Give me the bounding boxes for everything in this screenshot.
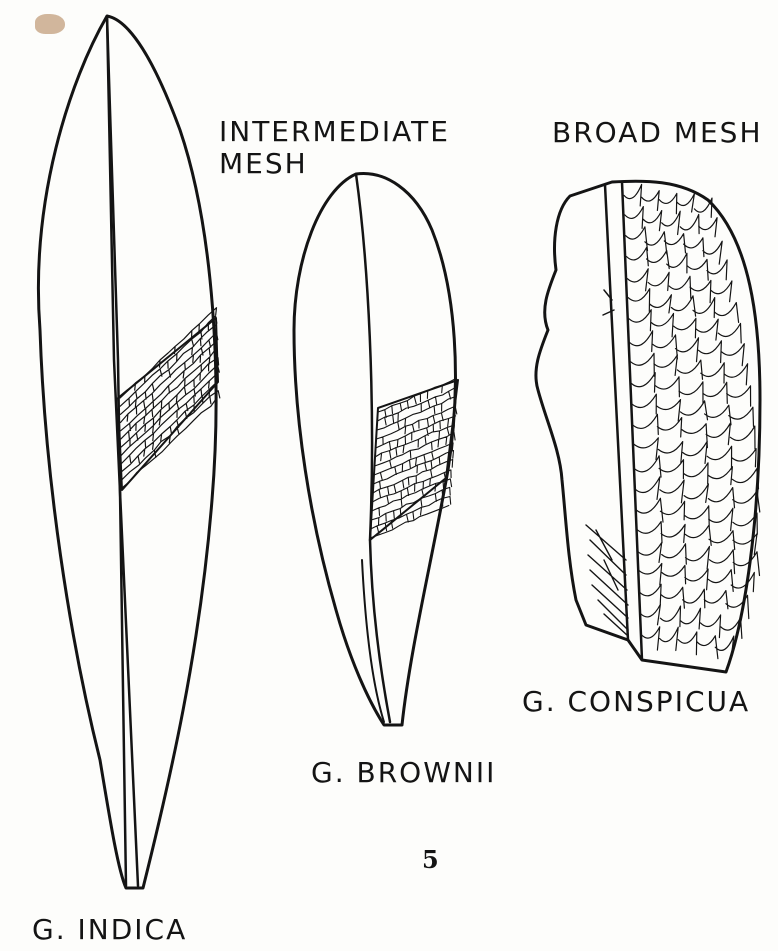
label-intermediate-line2: MESH bbox=[219, 148, 450, 180]
label-intermediate-mesh: INTERMEDIATE MESH bbox=[219, 116, 450, 180]
plate-number: 5 bbox=[422, 845, 439, 874]
side-veins-conspicua bbox=[586, 525, 628, 636]
mesh-band-brownii bbox=[370, 378, 458, 540]
label-g-indica: G. INDICA bbox=[32, 914, 187, 946]
leaf-indica bbox=[38, 16, 219, 888]
leaf-conspicua bbox=[536, 181, 760, 672]
label-g-conspicua: G. CONSPICUA bbox=[522, 686, 750, 718]
label-broad-mesh: BROAD MESH bbox=[552, 117, 763, 149]
label-intermediate-line1: INTERMEDIATE bbox=[219, 116, 450, 148]
mesh-broad-conspicua bbox=[624, 185, 760, 659]
leaf-brownii bbox=[294, 173, 458, 725]
mesh-band-indica bbox=[118, 308, 220, 490]
label-g-brownii: G. BROWNII bbox=[311, 757, 496, 789]
